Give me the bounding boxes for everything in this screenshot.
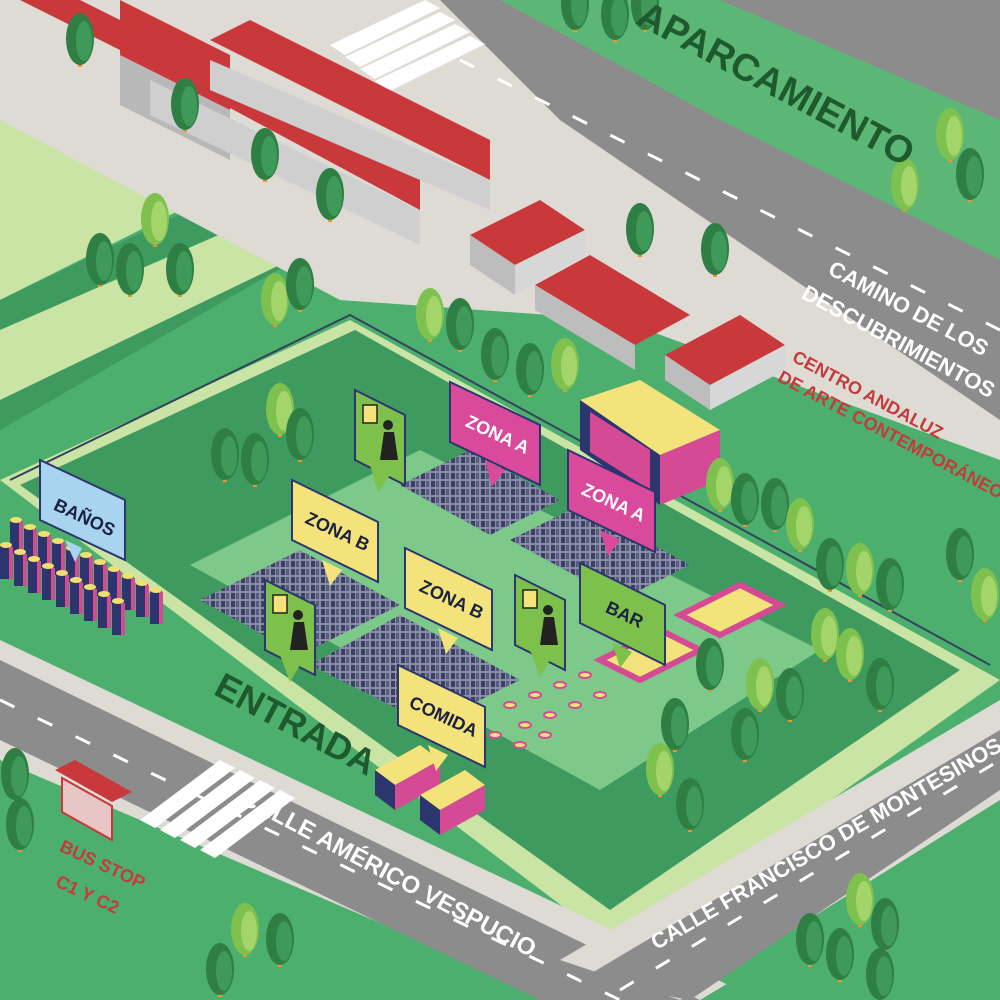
sign-beer-1 — [354, 388, 406, 492]
crosswalk-bottom — [140, 760, 295, 858]
seating-zona-a2 — [510, 505, 690, 600]
food-tables — [488, 671, 607, 749]
road-francisco — [580, 730, 1000, 1000]
sidewalk-right — [560, 700, 1000, 1000]
beer-person-icon — [272, 594, 308, 650]
seating-zona-a1 — [400, 450, 560, 535]
beer-person-icon — [522, 589, 558, 645]
stage-building — [580, 380, 720, 505]
sign-zona-a1: ZONA A — [449, 380, 541, 487]
sign-beer-2 — [264, 578, 316, 682]
bus-shelter-icon — [55, 760, 132, 842]
fence — [9, 313, 991, 666]
houses-top-left — [20, 0, 490, 245]
sign-zona-a2: ZONA A — [567, 448, 656, 556]
sidewalk-bottom — [0, 640, 760, 1000]
road-francisco-markings — [619, 758, 1000, 992]
road-camino-markings — [459, 58, 1000, 332]
parking-lot — [720, 0, 1000, 120]
road-americo — [0, 660, 700, 1000]
houses-mid-right — [470, 200, 785, 410]
field-left — [0, 120, 180, 300]
beer-person-icon — [362, 404, 398, 460]
sign-zona-b2: ZONA B — [404, 546, 493, 654]
sign-beer-3 — [514, 573, 566, 677]
grass-bottom-left — [0, 760, 520, 1000]
sign-comida: COMIDA — [397, 663, 486, 771]
food-truck-icon — [375, 745, 485, 835]
road-americo-markings — [0, 698, 621, 1000]
crosswalk-top — [330, 0, 485, 91]
field-left-stripe — [0, 230, 290, 400]
sign-bar: BAR — [579, 561, 666, 668]
sign-zona-b1: ZONA B — [291, 478, 379, 586]
